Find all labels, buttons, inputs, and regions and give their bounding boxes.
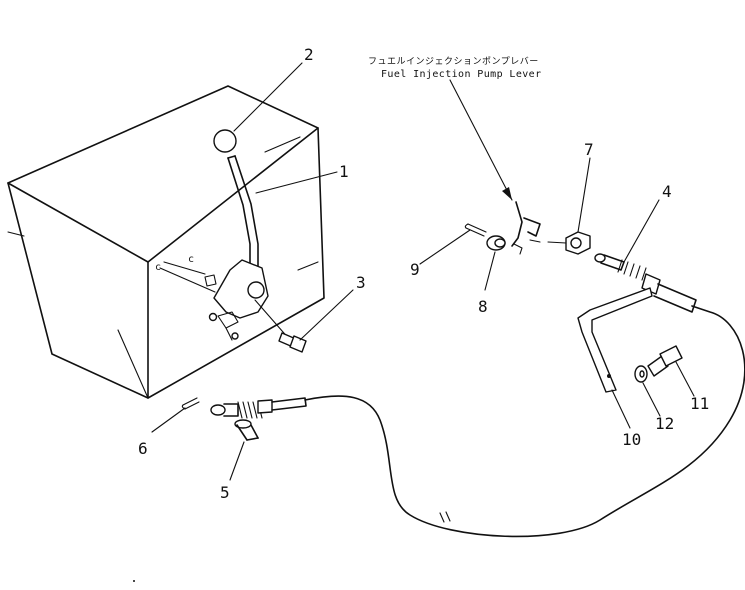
cable-bracket	[577, 287, 653, 393]
cotter-pin-6	[181, 397, 200, 410]
caption-japanese: フュエルインジェクションポンプレバー	[368, 56, 539, 67]
callout-10: 10	[622, 430, 641, 449]
control-lever: c c	[155, 155, 269, 341]
callout-3: 3	[356, 273, 366, 292]
washer-12	[634, 365, 648, 383]
control-cable	[304, 305, 745, 538]
lever-mark-c2: c	[155, 262, 161, 273]
caption-english: Fuel Injection Pump Lever	[381, 69, 542, 80]
leader-lines	[151, 62, 695, 481]
cotter-pin-9	[464, 223, 487, 237]
callout-8: 8	[478, 297, 488, 316]
lever-mark-c: c	[188, 254, 194, 265]
bolt-3	[278, 332, 307, 353]
callout-1: 1	[339, 162, 349, 181]
callout-6: 6	[138, 439, 148, 458]
callout-12: 12	[655, 414, 674, 433]
callout-5: 5	[220, 483, 230, 502]
bolt-11	[647, 345, 683, 377]
callout-11: 11	[690, 394, 709, 413]
callout-2: 2	[304, 45, 314, 64]
fuel-injection-pump-lever	[511, 201, 541, 255]
callout-7: 7	[584, 140, 594, 159]
cable-clevis-left	[210, 397, 307, 419]
ball-joint	[547, 231, 591, 255]
clevis-pin	[234, 419, 259, 441]
control-console-box	[7, 85, 325, 399]
callout-4: 4	[662, 182, 672, 201]
stray-mark	[133, 580, 135, 582]
nut-8	[486, 235, 506, 251]
callout-9: 9	[410, 260, 420, 279]
lever-knob	[213, 129, 237, 153]
